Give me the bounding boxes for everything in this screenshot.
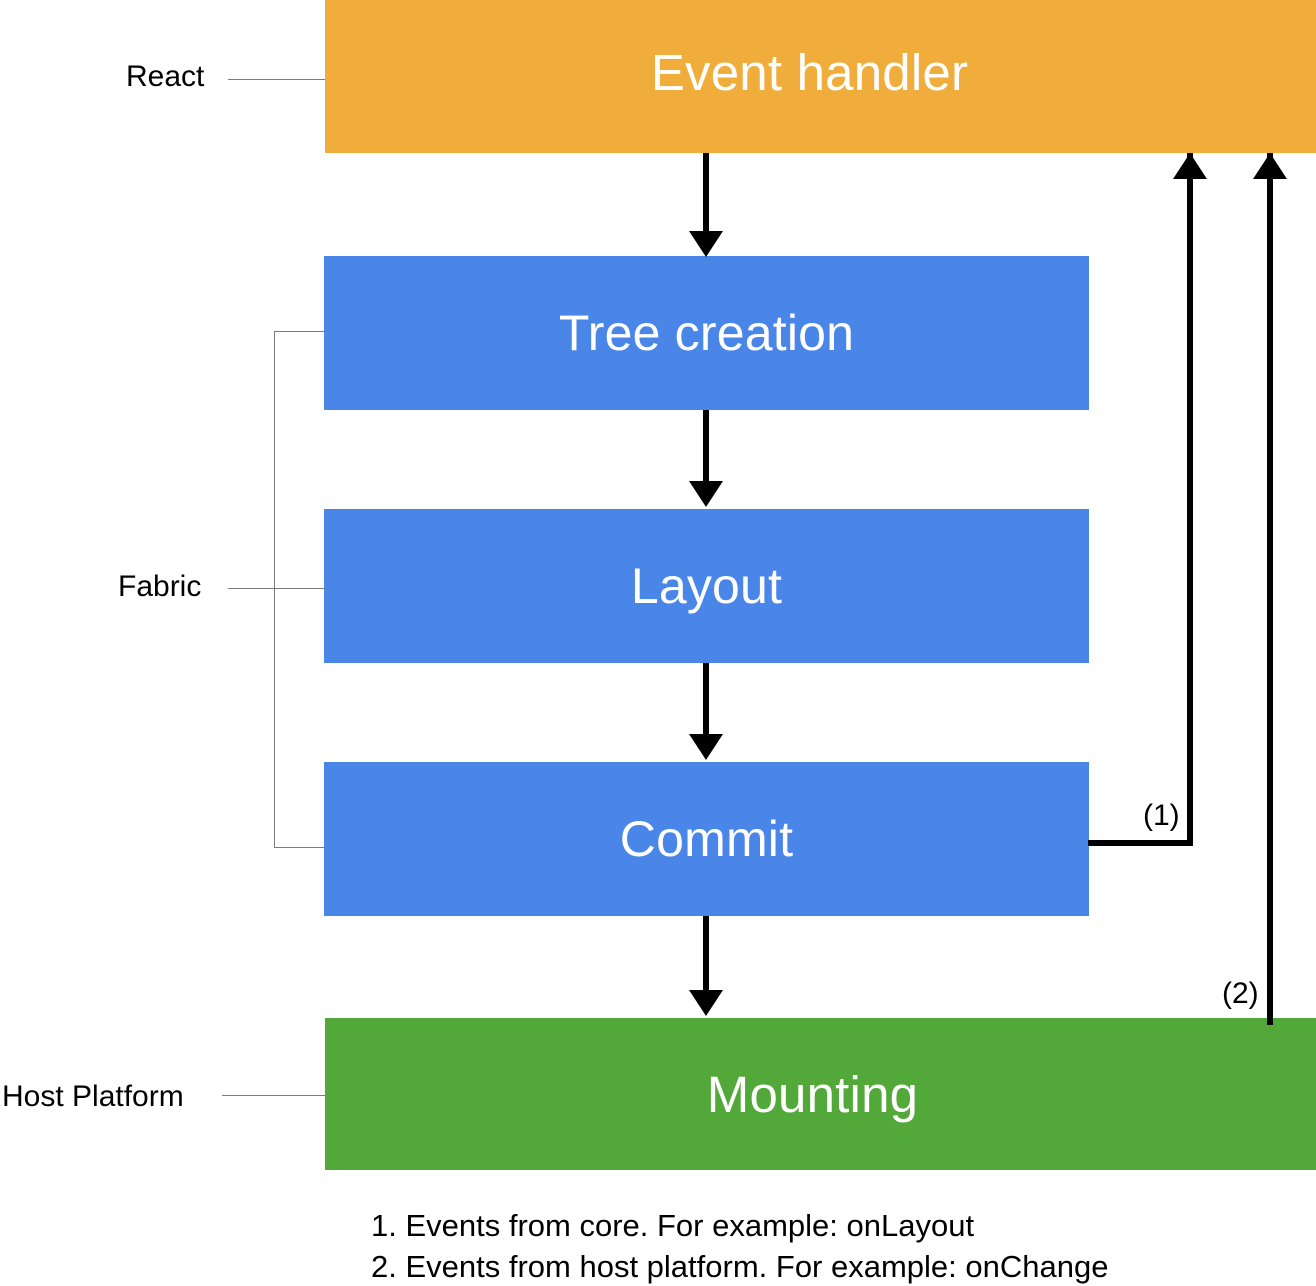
- arrow-head-down-icon: [689, 990, 723, 1016]
- footnote-1: 1. Events from core. For example: onLayo…: [371, 1208, 975, 1243]
- stage-label-mounting: Mounting: [706, 1065, 919, 1123]
- group-label-host-platform: Host Platform: [2, 1080, 184, 1113]
- stage-box-tree-creation: Tree creation: [324, 256, 1089, 410]
- footnote-2: 2. Events from host platform. For exampl…: [371, 1249, 1109, 1284]
- arrow-shaft: [703, 916, 709, 992]
- arrow-shaft: [703, 663, 709, 736]
- stage-label-tree-creation: Tree creation: [558, 305, 855, 361]
- arrow-head-down-icon: [689, 231, 723, 257]
- stage-box-mounting: Mounting: [325, 1018, 1316, 1170]
- stage-box-commit: Commit: [324, 762, 1089, 916]
- fabric-group-bracket: [274, 331, 325, 848]
- footnotes: 1. Events from core. For example: onLayo…: [371, 1205, 1108, 1286]
- stage-box-event-handler: Event handler: [325, 0, 1316, 153]
- group-label-fabric: Fabric: [118, 570, 202, 603]
- feedback-1-horizontal-segment: [1088, 840, 1193, 846]
- leader-line-fabric: [228, 588, 325, 589]
- stage-label-commit: Commit: [619, 811, 794, 867]
- feedback-marker-2: (2): [1222, 977, 1259, 1010]
- arrow-head-up-icon: [1253, 153, 1287, 179]
- feedback-marker-1: (1): [1143, 799, 1180, 832]
- leader-line-react: [228, 79, 325, 80]
- arrow-shaft: [1187, 153, 1193, 846]
- arrow-shaft: [1267, 153, 1273, 1025]
- stage-label-event-handler: Event handler: [650, 44, 969, 101]
- arrow-shaft: [703, 153, 709, 233]
- stage-box-layout: Layout: [324, 509, 1089, 663]
- arrow-head-down-icon: [689, 734, 723, 760]
- arrow-head-down-icon: [689, 481, 723, 507]
- arrow-shaft: [703, 410, 709, 483]
- arrow-head-up-icon: [1173, 153, 1207, 179]
- stage-label-layout: Layout: [630, 558, 783, 614]
- leader-line-host-platform: [222, 1095, 325, 1096]
- group-label-react: React: [126, 60, 205, 93]
